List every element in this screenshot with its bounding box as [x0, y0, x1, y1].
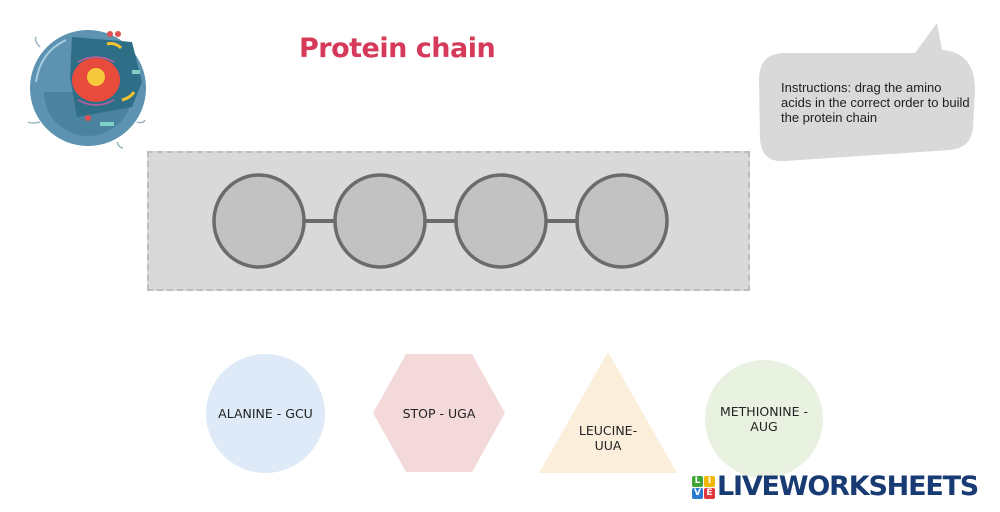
live-icon: L I V E [692, 475, 715, 499]
logo-letter: I [704, 475, 715, 487]
piece-label-line1: METHIONINE - [719, 404, 808, 419]
amino-acid-methionine[interactable]: METHIONINE -AUG [705, 360, 823, 478]
liveworksheets-logo: L I V E LIVEWORKSHEETS [692, 471, 979, 502]
piece-label-line2: UUA [594, 437, 622, 453]
amino-acid-leucine[interactable]: LEUCINE-UUA [539, 352, 677, 473]
piece-label-line1: LEUCINE- [578, 422, 638, 438]
chain-slot[interactable] [333, 173, 427, 269]
protein-chain [212, 173, 669, 269]
chain-slot[interactable] [454, 173, 548, 269]
logo-letter: L [692, 475, 703, 487]
speech-bubble [759, 23, 975, 162]
piece-label-line2: AUG [750, 419, 778, 434]
cell-illustration [27, 30, 146, 149]
page-title: Protein chain [299, 33, 496, 64]
piece-label: STOP - UGA [402, 405, 476, 421]
logo-letter: E [704, 487, 715, 499]
logo-text: LIVEWORKSHEETS [717, 471, 979, 502]
instructions-text: Instructions: drag the amino acids in th… [781, 80, 970, 125]
logo-letter: V [692, 487, 703, 499]
chain-slot[interactable] [575, 173, 669, 269]
piece-label: ALANINE - GCU [218, 406, 313, 421]
chain-slot[interactable] [212, 173, 306, 269]
amino-acid-stop[interactable]: STOP - UGA [373, 354, 505, 472]
amino-acid-alanine[interactable]: ALANINE - GCU [206, 354, 325, 473]
